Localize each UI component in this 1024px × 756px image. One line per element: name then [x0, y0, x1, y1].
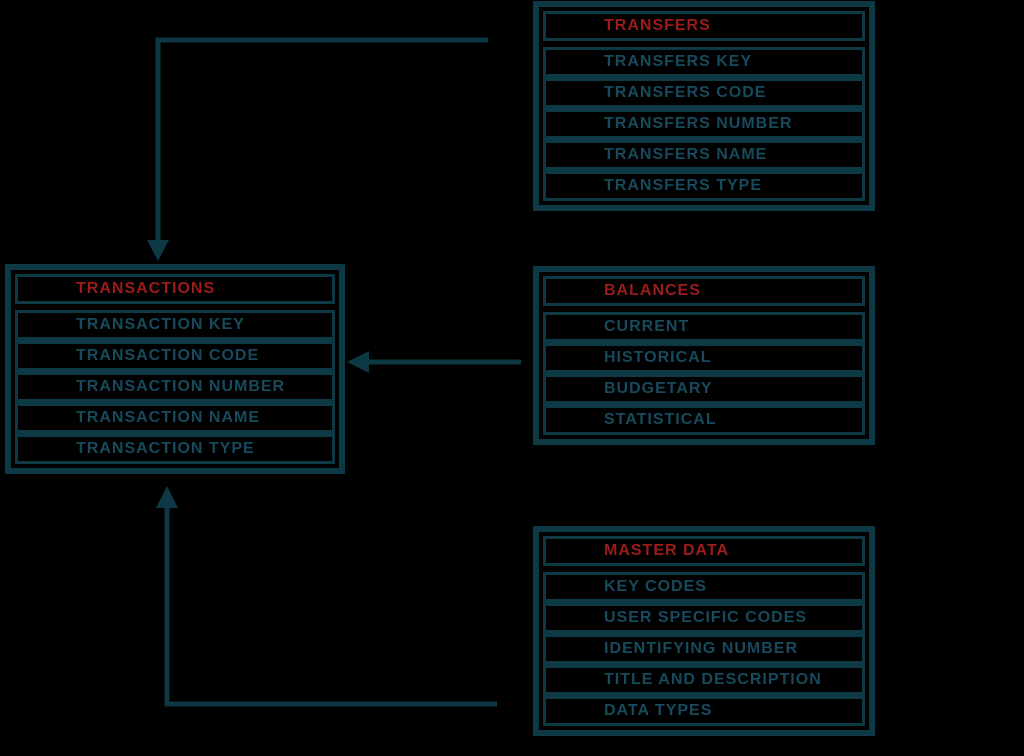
entity-row: TITLE AND DESCRIPTION: [546, 668, 862, 699]
entity-row: TRANSACTION NAME: [18, 406, 332, 437]
entity-title: BALANCES: [604, 282, 701, 299]
entity-transactions-title-bar: TRANSACTIONS: [15, 274, 335, 304]
arrowhead-down-icon: [147, 240, 169, 261]
connector-line: [164, 508, 497, 707]
entity-row: TRANSFERS TYPE: [604, 177, 763, 194]
entity-row: TRANSACTION TYPE: [76, 440, 255, 457]
arrowhead-up-icon: [156, 486, 178, 508]
entity-transactions: TRANSACTIONS TRANSACTION KEY TRANSACTION…: [5, 264, 345, 474]
entity-master-data: MASTER DATA KEY CODES USER SPECIFIC CODE…: [533, 526, 875, 736]
entity-row: BUDGETARY: [546, 377, 862, 408]
entity-master-data-rows: KEY CODES USER SPECIFIC CODES IDENTIFYIN…: [543, 572, 865, 726]
connector-line: [155, 37, 488, 240]
entity-transfers-rows: TRANSFERS KEY TRANSFERS CODE TRANSFERS N…: [543, 47, 865, 201]
entity-row: KEY CODES: [546, 575, 862, 606]
connector-master-data-to-transactions: [156, 486, 497, 707]
entity-row: IDENTIFYING NUMBER: [546, 637, 862, 668]
connector-balances-to-transactions: [347, 351, 521, 373]
entity-title: TRANSFERS: [604, 17, 711, 34]
connector-transfers-to-transactions: [147, 37, 488, 261]
entity-transfers-title-bar: TRANSFERS: [543, 11, 865, 41]
entity-title: MASTER DATA: [604, 542, 730, 559]
entity-row: TRANSACTION CODE: [18, 344, 332, 375]
entity-row: TRANSACTION KEY: [18, 313, 332, 344]
entity-transfers: TRANSFERS TRANSFERS KEY TRANSFERS CODE T…: [533, 1, 875, 211]
entity-row: HISTORICAL: [546, 346, 862, 377]
entity-title: TRANSACTIONS: [76, 280, 216, 297]
entity-row: TRANSFERS CODE: [546, 81, 862, 112]
entity-balances: BALANCES CURRENT HISTORICAL BUDGETARY ST…: [533, 266, 875, 445]
entity-row: TRANSFERS NAME: [546, 143, 862, 174]
arrowhead-left-icon: [347, 351, 369, 373]
entity-transactions-rows: TRANSACTION KEY TRANSACTION CODE TRANSAC…: [15, 310, 335, 464]
entity-row: DATA TYPES: [604, 702, 713, 719]
entity-balances-rows: CURRENT HISTORICAL BUDGETARY STATISTICAL: [543, 312, 865, 435]
entity-row: TRANSACTION NUMBER: [18, 375, 332, 406]
entity-row: TRANSFERS NUMBER: [546, 112, 862, 143]
entity-row: TRANSFERS KEY: [546, 50, 862, 81]
entity-row: STATISTICAL: [604, 411, 717, 428]
entity-balances-title-bar: BALANCES: [543, 276, 865, 306]
entity-row: USER SPECIFIC CODES: [546, 606, 862, 637]
entity-row: CURRENT: [546, 315, 862, 346]
entity-master-data-title-bar: MASTER DATA: [543, 536, 865, 566]
